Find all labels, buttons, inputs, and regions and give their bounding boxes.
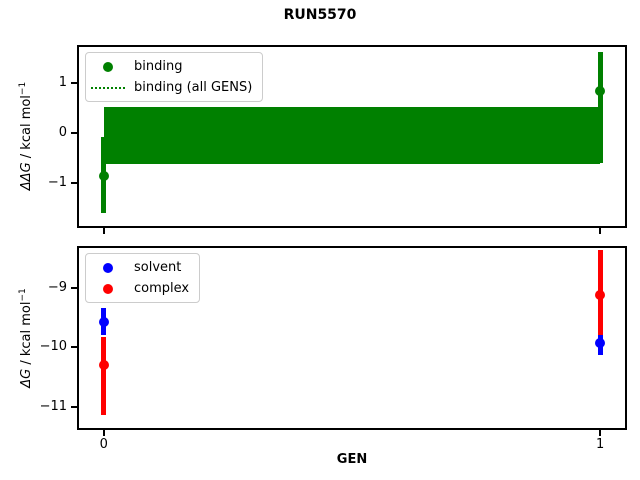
x-tick-0: [102, 228, 105, 234]
marker-binding-gen0: [98, 171, 109, 182]
top-ylabel-symbol: ΔΔG: [19, 162, 35, 191]
bottom-ylabel-exponent: −1: [17, 288, 28, 302]
x-tick-1: [599, 430, 602, 436]
marker-solvent-gen1: [595, 338, 606, 349]
top-y-axis-label: ΔΔG / kcal mol−1: [18, 82, 34, 190]
legend-label-solvent: solvent: [134, 260, 182, 275]
top-plot-axes: binding binding (all GENS) 1 0 −1: [48, 45, 627, 234]
y-tick-label-1: 1: [58, 74, 67, 90]
solvent-marker-swatch: [88, 262, 128, 273]
y-tick-label-10: −10: [39, 339, 67, 355]
y-tick-1: [71, 81, 77, 84]
bottom-ylabel-symbol: ΔG: [19, 368, 35, 388]
y-tick-11: [71, 405, 77, 408]
legend-item-complex: complex: [88, 278, 189, 299]
green-dotted-line-icon: [91, 86, 125, 89]
errorbar-complex-gen0: [101, 336, 107, 415]
y-tick-label-0: 0: [58, 124, 67, 140]
y-tick-9: [71, 286, 77, 289]
binding-marker-swatch: [88, 61, 128, 72]
legend-item-solvent: solvent: [88, 257, 189, 278]
y-tick-0: [71, 131, 77, 134]
marker-complex-gen1: [595, 289, 606, 300]
marker-binding-gen1: [595, 85, 606, 96]
green-dot-icon: [103, 61, 113, 72]
legend-label-complex: complex: [134, 281, 190, 296]
legend-label-binding-all-gens: binding (all GENS): [134, 80, 253, 95]
bottom-legend: solvent complex: [85, 253, 201, 303]
x-tick-0: [102, 430, 105, 436]
y-tick-label-9: −9: [47, 279, 67, 295]
bottom-ylabel-units: / kcal mol: [19, 301, 35, 369]
complex-marker-swatch: [88, 283, 128, 294]
red-dot-icon: [103, 283, 113, 294]
blue-dot-icon: [103, 262, 113, 273]
marker-solvent-gen0: [98, 316, 109, 327]
y-tick-label-11: −11: [39, 398, 67, 414]
figure-title: RUN5570: [283, 7, 357, 23]
top-ylabel-units: / kcal mol: [19, 95, 35, 163]
errorbar-binding-gen1: [597, 51, 603, 164]
top-legend: binding binding (all GENS): [85, 52, 264, 102]
legend-label-binding: binding: [134, 59, 183, 74]
marker-complex-gen0: [98, 360, 109, 371]
bottom-plot-axes: solvent complex −9 −10 −11 0 1: [40, 246, 627, 452]
binding-all-gens-line-swatch: [88, 86, 128, 89]
x-axis-label: GEN: [336, 452, 368, 467]
bottom-y-axis-label: ΔG / kcal mol−1: [18, 288, 34, 388]
y-tick-label-1: −1: [47, 174, 67, 190]
x-tick-label-0: 0: [99, 437, 108, 452]
top-ylabel-exponent: −1: [17, 81, 28, 96]
y-tick-1: [71, 181, 77, 184]
legend-item-binding: binding: [88, 56, 252, 77]
band-binding-all-gens: [103, 106, 601, 165]
x-tick-label-1: 1: [596, 437, 605, 452]
y-tick-10: [71, 346, 77, 349]
x-tick-1: [599, 228, 602, 234]
legend-item-binding-all-gens: binding (all GENS): [88, 77, 252, 98]
